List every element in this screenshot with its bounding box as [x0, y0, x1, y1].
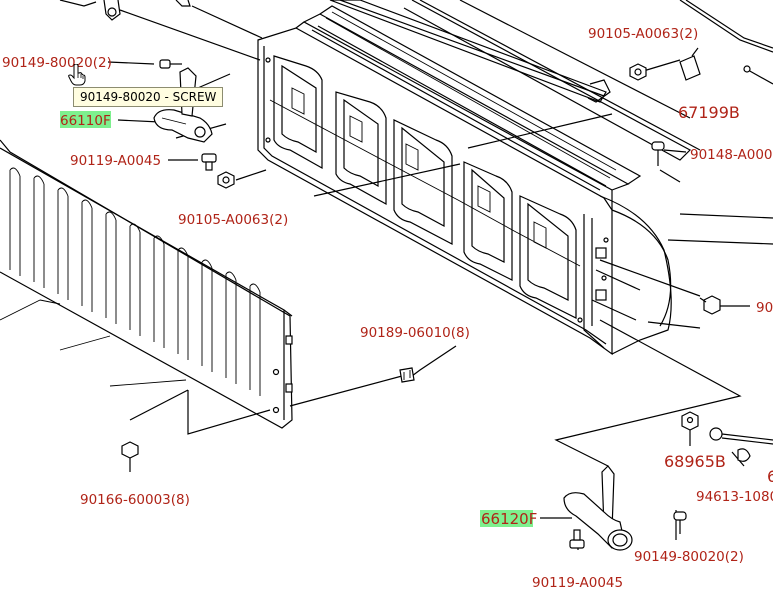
cable-part[interactable]	[709, 427, 773, 462]
part-label-6-edge[interactable]: 6	[767, 467, 773, 486]
part-label-66110F[interactable]: 66110F	[60, 113, 111, 129]
screw-part[interactable]	[159, 59, 182, 69]
part-label-90148-A0006[interactable]: 90148-A0006(	[690, 147, 773, 163]
clip-67199B[interactable]	[679, 47, 701, 81]
bolt-part[interactable]	[201, 153, 217, 171]
clip-90189[interactable]	[399, 367, 415, 383]
top-trim-strip	[329, 0, 701, 161]
part-label-67199B[interactable]: 67199B	[678, 103, 740, 122]
part-label-90149-80020-top[interactable]: 90149-80020(2)	[2, 55, 112, 71]
top-left-fragment	[59, 0, 263, 61]
part-label-90-edge[interactable]: 90	[756, 300, 773, 316]
bolt-68965B[interactable]	[681, 411, 699, 431]
part-label-90105-A0063-right[interactable]: 90105-A0063(2)	[588, 26, 698, 42]
screw-part-bottom-left[interactable]	[121, 441, 139, 472]
part-label-90149-80020-bottom[interactable]: 90149-80020(2)	[634, 549, 744, 565]
part-label-66120F[interactable]: 66120F	[481, 510, 537, 528]
part-label-90105-A0063-left[interactable]: 90105-A0063(2)	[178, 212, 288, 228]
part-label-90166-60003[interactable]: 90166-60003(8)	[80, 492, 190, 508]
highlight-66110F	[60, 111, 111, 128]
part-label-68965B[interactable]: 68965B	[664, 452, 726, 471]
top-right-rod	[679, 0, 773, 85]
part-label-90119-A0045-bottom[interactable]: 90119-A0045	[532, 575, 623, 591]
bolt-part-right[interactable]	[699, 295, 721, 315]
part-label-94613-10800[interactable]: 94613-10800	[696, 489, 773, 505]
hand-pointer-icon	[68, 64, 86, 86]
leader-lines	[107, 59, 773, 550]
hinge-bracket-66120F[interactable]	[563, 465, 633, 551]
part-tooltip: 90149-80020 - SCREW	[73, 87, 224, 107]
screw-part-bottom[interactable]	[673, 511, 687, 534]
highlight-66120F	[480, 510, 533, 527]
part-label-90119-A0045-top[interactable]: 90119-A0045	[70, 153, 161, 169]
screw-part-right[interactable]	[651, 141, 665, 166]
nut-part[interactable]	[217, 171, 235, 189]
tailgate-outer-panel	[0, 139, 293, 429]
part-label-90189-06010[interactable]: 90189-06010(8)	[360, 325, 470, 341]
nut-part-right[interactable]	[629, 63, 647, 81]
bolt-part-bottom[interactable]	[569, 529, 585, 549]
tailgate-inner-panel	[257, 5, 672, 356]
